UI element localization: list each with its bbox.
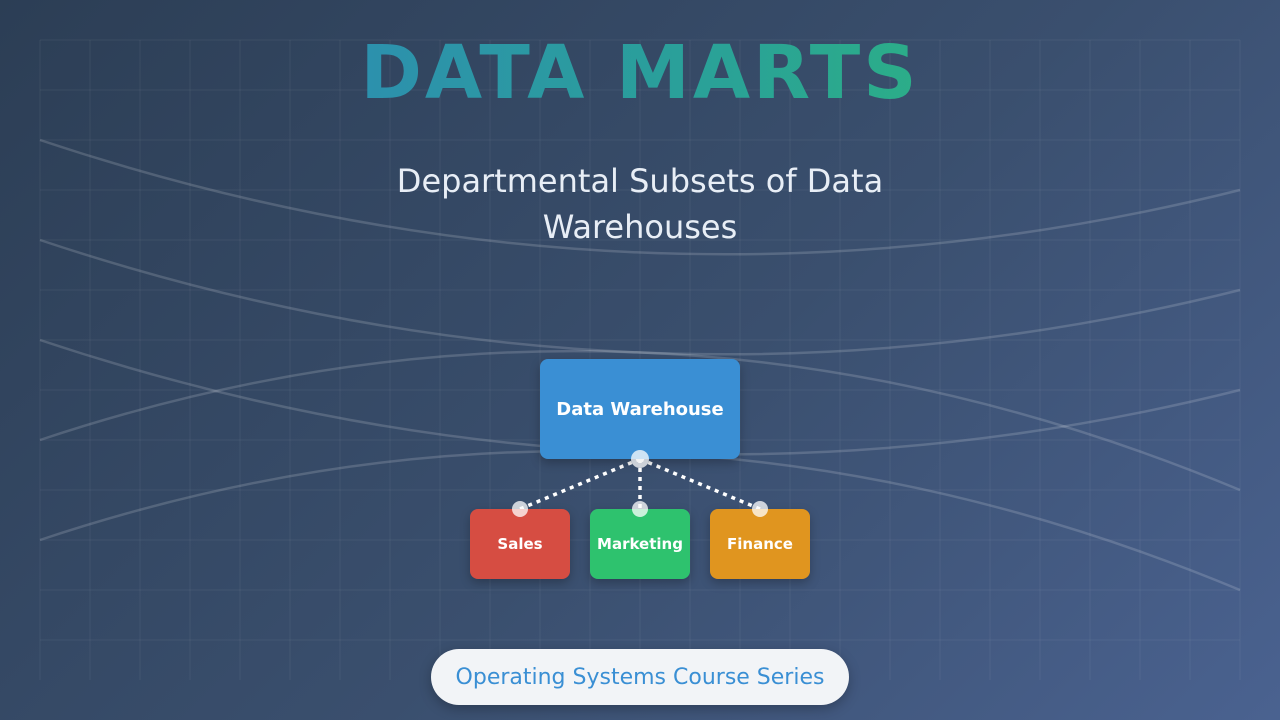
- sales-label: Sales: [497, 535, 543, 553]
- connector-point-root: [631, 450, 649, 468]
- finance-mart-node: Finance: [710, 509, 810, 579]
- background-curve: [39, 138, 1241, 256]
- background-curve: [39, 349, 1241, 492]
- connector-point-sales: [512, 501, 528, 517]
- course-series-label: Operating Systems Course Series: [455, 664, 825, 690]
- connector-point-marketing: [632, 501, 648, 517]
- data-warehouse-label: Data Warehouse: [556, 398, 724, 420]
- connector-line-finance: [639, 457, 761, 511]
- finance-label: Finance: [727, 535, 793, 553]
- sales-mart-node: Sales: [470, 509, 570, 579]
- data-warehouse-node: Data Warehouse: [540, 359, 740, 459]
- connector-line-sales: [519, 457, 641, 511]
- course-series-badge: Operating Systems Course Series: [431, 649, 849, 705]
- marketing-label: Marketing: [597, 535, 683, 553]
- connector-point-finance: [752, 501, 768, 517]
- marketing-mart-node: Marketing: [590, 509, 690, 579]
- background-curve: [39, 238, 1241, 356]
- subtitle: Departmental Subsets of Data Warehouses: [396, 162, 884, 246]
